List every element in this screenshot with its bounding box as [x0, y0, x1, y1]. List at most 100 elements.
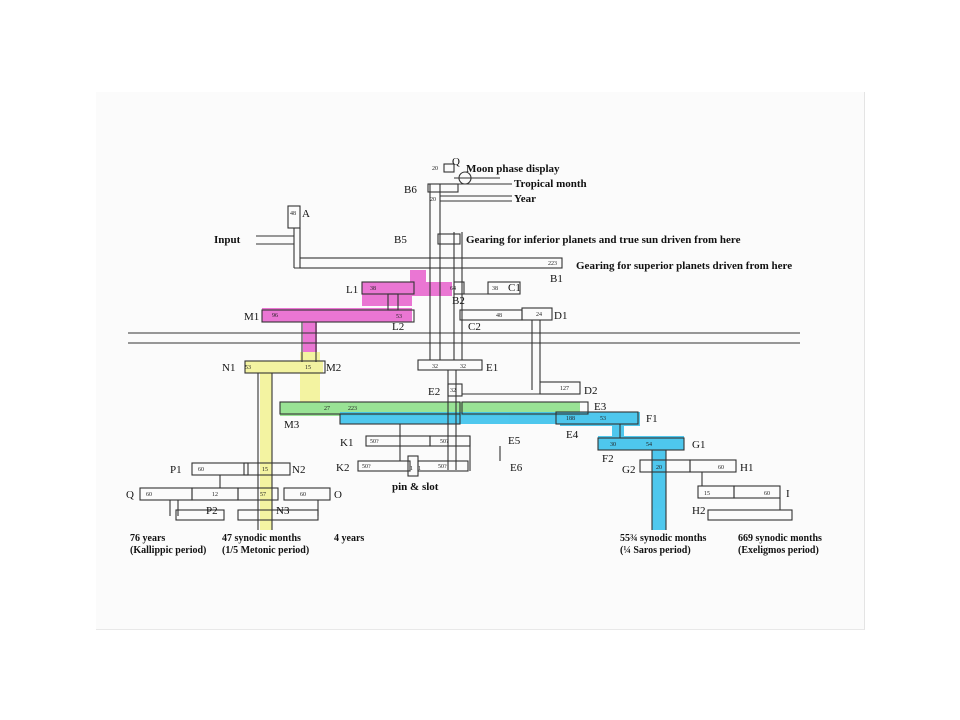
tooth-g2: 20 [656, 465, 662, 471]
saros-line1: 55¾ synodic months [620, 533, 707, 544]
tooth-e1b: 32 [460, 364, 466, 370]
highlight-cyan [340, 412, 684, 530]
metonic-line2: (1/5 Metonic period) [222, 545, 309, 556]
tooth-i: 60 [764, 491, 770, 497]
label-f2: F2 [602, 453, 614, 465]
label-m3: M3 [284, 419, 300, 431]
label-b6: B6 [404, 184, 417, 196]
superior-planets-label: Gearing for superior planets driven from… [576, 260, 792, 272]
tooth-q: 20 [432, 166, 438, 172]
four-years-label: 4 years [334, 533, 364, 544]
gear-labels: Q B6 A B5 B1 L1 B2 C1 M1 L2 C2 D1 N1 M2 … [126, 156, 790, 517]
label-c1: C1 [508, 282, 521, 294]
exeligmos-line2: (Exeligmos period) [738, 545, 819, 556]
tooth-e3: 223 [348, 406, 357, 412]
label-n2: N2 [292, 464, 305, 476]
tooth-b2: 64 [450, 286, 456, 292]
label-e2: E2 [428, 386, 440, 398]
label-q-lower: Q [126, 489, 134, 501]
label-f1: F1 [646, 413, 658, 425]
label-i: I [786, 488, 790, 500]
tooth-h1: 60 [718, 465, 724, 471]
tooth-m2: 15 [305, 365, 311, 371]
tooth-pin1: 1 [410, 466, 413, 472]
tooth-m1: 96 [272, 313, 278, 319]
label-d1: D1 [554, 310, 567, 322]
tooth-counts: 20 20 48 223 38 64 38 96 53 48 24 53 15 … [146, 166, 770, 498]
label-p1: P1 [170, 464, 182, 476]
label-m1: M1 [244, 311, 259, 323]
exeligmos-line1: 669 synodic months [738, 533, 822, 544]
tooth-p2: 12 [212, 492, 218, 498]
label-e3: E3 [594, 401, 607, 413]
tooth-h2: 15 [704, 491, 710, 497]
tooth-e2: 32 [450, 388, 456, 394]
metonic-line1: 47 synodic months [222, 533, 301, 544]
label-n3: N3 [276, 505, 290, 517]
tooth-e5: 50? [440, 439, 449, 445]
label-c2: C2 [468, 321, 481, 333]
pin-slot-label: pin & slot [392, 481, 439, 493]
label-b2: B2 [452, 295, 465, 307]
period-captions: 76 years (Kallippic period) 47 synodic m… [130, 533, 822, 556]
label-h1: H1 [740, 462, 753, 474]
descriptive-labels: Moon phase display Tropical month Year I… [214, 163, 792, 493]
moon-phase-label: Moon phase display [466, 163, 560, 175]
tooth-k2: 50? [362, 464, 371, 470]
tooth-d2: 127 [560, 386, 569, 392]
label-k2: K2 [336, 462, 349, 474]
kallippic-line1: 76 years [130, 533, 165, 544]
tooth-p1: 60 [198, 467, 204, 473]
label-e6: E6 [510, 462, 523, 474]
tooth-n1: 53 [245, 365, 251, 371]
label-g2: G2 [622, 464, 635, 476]
kallippic-line2: (Kallippic period) [130, 545, 206, 556]
label-k1: K1 [340, 437, 353, 449]
highlight-magenta [262, 270, 452, 352]
gear-lines [128, 163, 800, 530]
tooth-f2: 30 [610, 442, 616, 448]
label-n1: N1 [222, 362, 235, 374]
input-label: Input [214, 234, 241, 246]
label-b1: B1 [550, 273, 563, 285]
tooth-e1a: 32 [432, 364, 438, 370]
tooth-m3: 27 [324, 406, 330, 412]
label-m2: M2 [326, 362, 341, 374]
label-e5: E5 [508, 435, 521, 447]
label-a: A [302, 208, 310, 220]
label-d2: D2 [584, 385, 597, 397]
tooth-g1: 54 [646, 442, 652, 448]
tooth-f1: 53 [600, 416, 606, 422]
inferior-planets-label: Gearing for inferior planets and true su… [466, 234, 741, 246]
tooth-l1: 38 [370, 286, 376, 292]
tooth-pin2: 1 [418, 466, 421, 472]
diagram-sheet [96, 92, 865, 630]
saros-line2: (¼ Saros period) [620, 545, 691, 556]
label-e1: E1 [486, 362, 498, 374]
tooth-n2: 15 [262, 467, 268, 473]
label-g1: G1 [692, 439, 705, 451]
label-o: O [334, 489, 342, 501]
label-b5: B5 [394, 234, 407, 246]
tooth-n3: 57 [260, 492, 266, 498]
tooth-e4: 188 [566, 416, 575, 422]
tooth-o: 60 [300, 492, 306, 498]
label-e4: E4 [566, 429, 579, 441]
tooth-c2: 48 [496, 313, 502, 319]
label-p2: P2 [206, 505, 218, 517]
label-h2: H2 [692, 505, 705, 517]
tropical-month-label: Tropical month [514, 178, 587, 190]
year-label: Year [514, 193, 536, 205]
label-l2: L2 [392, 321, 404, 333]
tooth-e6: 50? [438, 464, 447, 470]
tooth-b1: 223 [548, 261, 557, 267]
label-q: Q [452, 156, 460, 168]
tooth-k1: 50? [370, 439, 379, 445]
label-l1: L1 [346, 284, 358, 296]
tooth-d1: 24 [536, 312, 542, 318]
tooth-l2: 53 [396, 314, 402, 320]
tooth-c1: 38 [492, 286, 498, 292]
highlight-yellow [245, 352, 323, 530]
tooth-q2: 60 [146, 492, 152, 498]
